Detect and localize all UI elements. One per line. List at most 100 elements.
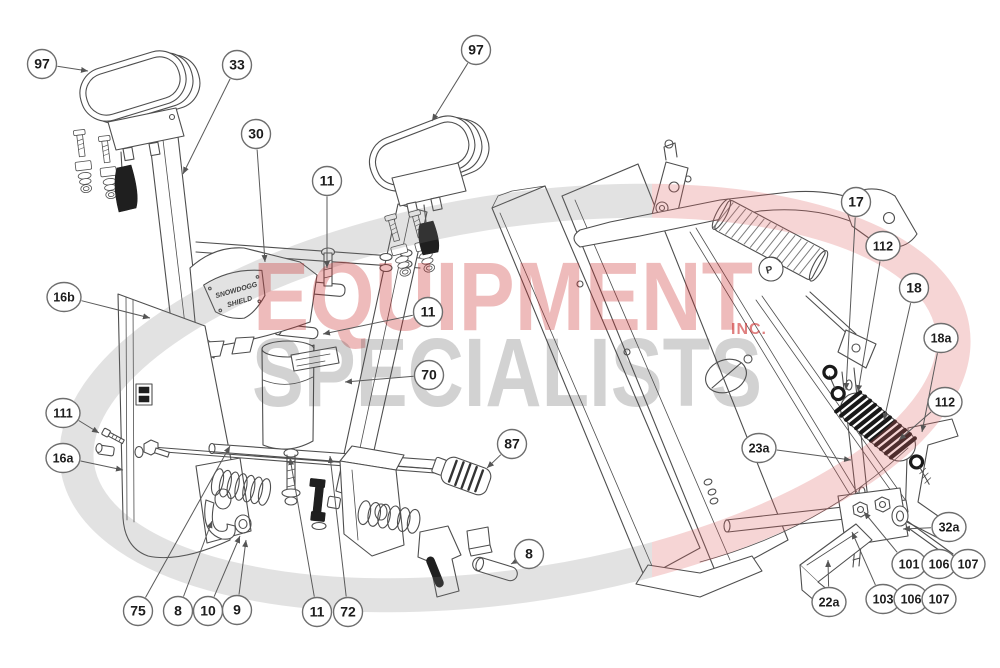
svg-text:11: 11	[310, 604, 325, 620]
leader-line-8	[183, 520, 213, 597]
callout-111: 111	[45, 397, 81, 429]
svg-text:10: 10	[200, 603, 216, 619]
spring-cap: P	[758, 256, 784, 282]
svg-text:16b: 16b	[53, 291, 75, 305]
leader-line-18a	[920, 353, 938, 433]
leader-line-97	[431, 62, 469, 122]
callout-32a: 32a	[931, 511, 967, 543]
callout-9: 9	[221, 594, 253, 626]
clip-plate	[466, 526, 493, 557]
callout-72: 72	[332, 596, 364, 628]
headlight-left	[79, 50, 201, 162]
svg-text:17: 17	[848, 194, 864, 210]
svg-text:70: 70	[421, 367, 437, 383]
svg-text:11: 11	[421, 304, 436, 320]
svg-text:18: 18	[906, 280, 922, 296]
callout-106: 106	[893, 583, 929, 615]
leader-line-18	[882, 302, 912, 421]
coil-spring-left	[210, 468, 272, 506]
svg-text:9: 9	[233, 602, 241, 618]
svg-text:30: 30	[248, 126, 264, 142]
svg-text:87: 87	[504, 436, 520, 452]
callout-11: 11	[301, 596, 333, 628]
threaded-rod	[805, 291, 857, 339]
callout-97: 97	[26, 48, 58, 80]
clevis	[837, 329, 877, 369]
leader-line-32a	[902, 525, 932, 532]
leader-line-87	[486, 454, 502, 469]
bolt-dark	[309, 478, 327, 531]
callout-33: 33	[221, 49, 253, 81]
stand-bracket	[417, 525, 462, 598]
svg-text:22a: 22a	[819, 596, 841, 610]
svg-text:32a: 32a	[939, 521, 961, 535]
svg-text:8: 8	[174, 603, 182, 619]
carriage-bolt	[320, 247, 336, 287]
handle-grip	[431, 456, 492, 496]
square-washer	[326, 495, 342, 510]
frame-holes	[576, 175, 753, 505]
svg-text:106: 106	[929, 558, 950, 572]
receiver-tube	[261, 340, 315, 450]
svg-text:18a: 18a	[931, 332, 953, 346]
svg-text:101: 101	[899, 558, 920, 572]
callout-16a: 16a	[45, 442, 81, 474]
svg-text:11: 11	[320, 173, 335, 189]
callout-112: 112	[927, 386, 963, 418]
trip-arc	[699, 447, 909, 563]
callout-97: 97	[460, 34, 492, 66]
wire-spade-right	[418, 204, 440, 256]
callout-11: 11	[412, 296, 444, 328]
svg-text:112: 112	[935, 396, 955, 410]
callout-8: 8	[513, 538, 545, 570]
callout-22a: 22a	[811, 586, 847, 618]
leader-line-70	[344, 375, 414, 385]
svg-text:106: 106	[901, 593, 922, 607]
svg-text:72: 72	[340, 604, 356, 620]
leader-line-11	[288, 457, 315, 597]
bushing	[95, 442, 115, 457]
compression-spring	[711, 198, 829, 282]
leader-line-8	[510, 557, 519, 565]
coil-spring-right	[357, 500, 421, 534]
leader-line-111	[78, 420, 100, 434]
leader-line-30	[256, 149, 268, 263]
callout-87: 87	[496, 428, 528, 460]
svg-text:23a: 23a	[749, 442, 771, 456]
callout-18: 18	[898, 272, 930, 304]
callout-106: 106	[921, 548, 957, 580]
callout-30: 30	[240, 118, 272, 150]
leader-line-72	[327, 455, 347, 597]
svg-text:112: 112	[873, 240, 893, 254]
callout-18a: 18a	[923, 322, 959, 354]
spring-cap-letter: P	[765, 264, 774, 276]
j-hook	[204, 499, 236, 540]
leader-line-16b	[81, 300, 151, 320]
leader-line-17	[843, 217, 856, 391]
ring-washer	[234, 514, 252, 534]
leader-line-33	[182, 78, 231, 175]
decal	[290, 346, 340, 372]
watermark-word-specialists: SPECIALISTS	[252, 318, 762, 427]
callout-23a: 23a	[741, 432, 777, 464]
wire-spade-left	[114, 151, 138, 213]
callout-11: 11	[311, 165, 343, 197]
watermark-word-equipment: EQUIPMENT	[253, 242, 753, 351]
bent-bracket	[904, 418, 959, 540]
callout-107: 107	[921, 583, 957, 615]
leader-line-23a	[776, 449, 852, 463]
clevis-pin	[472, 556, 518, 582]
svg-text:97: 97	[468, 42, 484, 58]
leader-line-10	[213, 535, 241, 597]
callout-112: 112	[865, 230, 901, 262]
frame-plate-front	[491, 185, 701, 579]
callout-107: 107	[950, 548, 986, 580]
callout-70: 70	[413, 359, 445, 391]
svg-text:103: 103	[873, 593, 894, 607]
leader-line-16a	[80, 460, 124, 472]
leader-line-103	[851, 531, 876, 586]
pivot-bracket	[339, 445, 405, 557]
lift-links	[689, 227, 912, 513]
